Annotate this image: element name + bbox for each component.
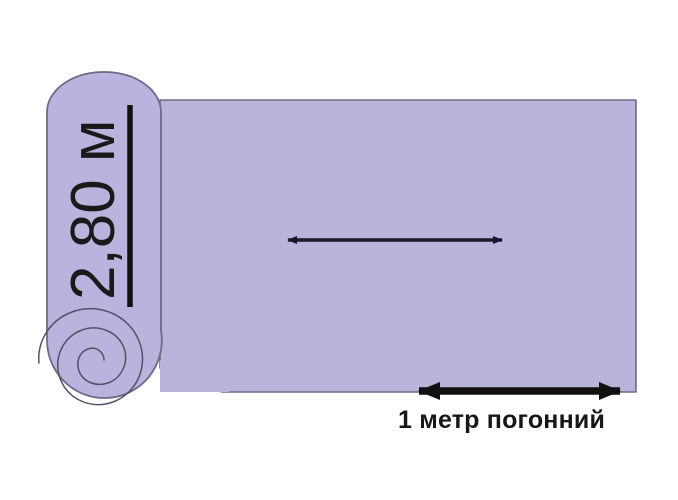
roll-spiral-icon <box>38 307 144 406</box>
sheet-roll-joint-shade <box>160 360 230 392</box>
length-dimension-label: 1 метр погонний <box>398 406 606 434</box>
carpet-roll <box>46 71 163 399</box>
width-dimension-label: 2,80 м <box>59 119 128 300</box>
carpet-sheet <box>159 99 637 393</box>
